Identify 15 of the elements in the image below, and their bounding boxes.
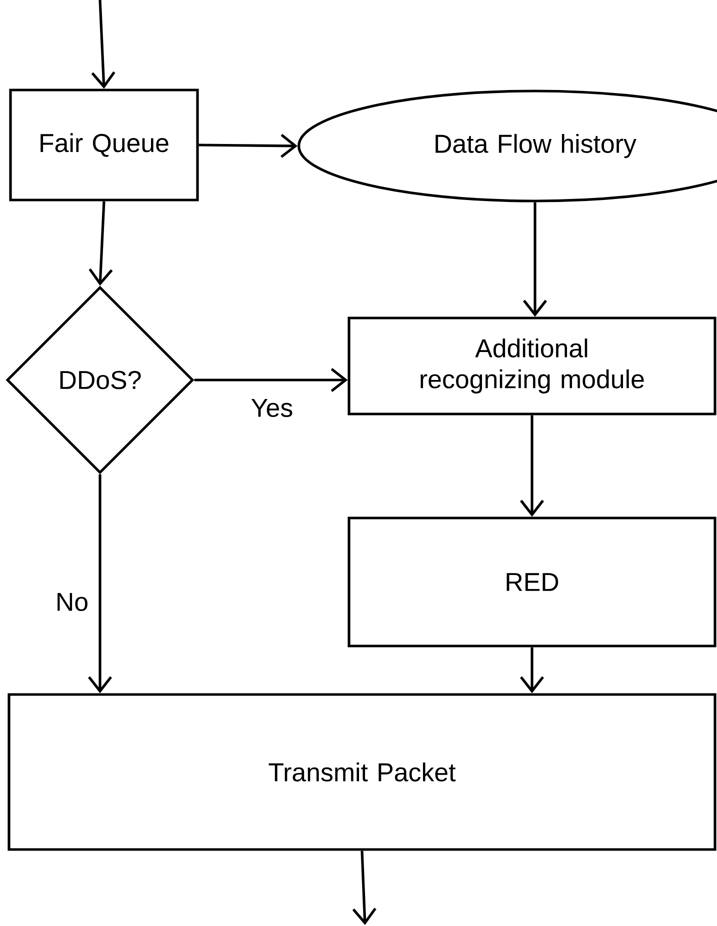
arrow: [198, 134, 298, 158]
arrow: [88, 474, 112, 694]
arrow: [88, 201, 113, 286]
arrow: [520, 647, 544, 694]
process-box: Additional recognizing module: [348, 316, 716, 416]
arrow: [522, 202, 548, 317]
arrow: [352, 850, 376, 925]
process-box: RED: [348, 516, 716, 648]
process-box: Transmit Packet: [8, 693, 716, 851]
process-box: Fair Queue: [9, 88, 199, 202]
arrow: [520, 415, 544, 517]
arrow: [194, 368, 348, 392]
edge-label: No: [53, 590, 91, 614]
edge-label: Yes: [248, 396, 296, 420]
arrow: [91, 0, 116, 89]
